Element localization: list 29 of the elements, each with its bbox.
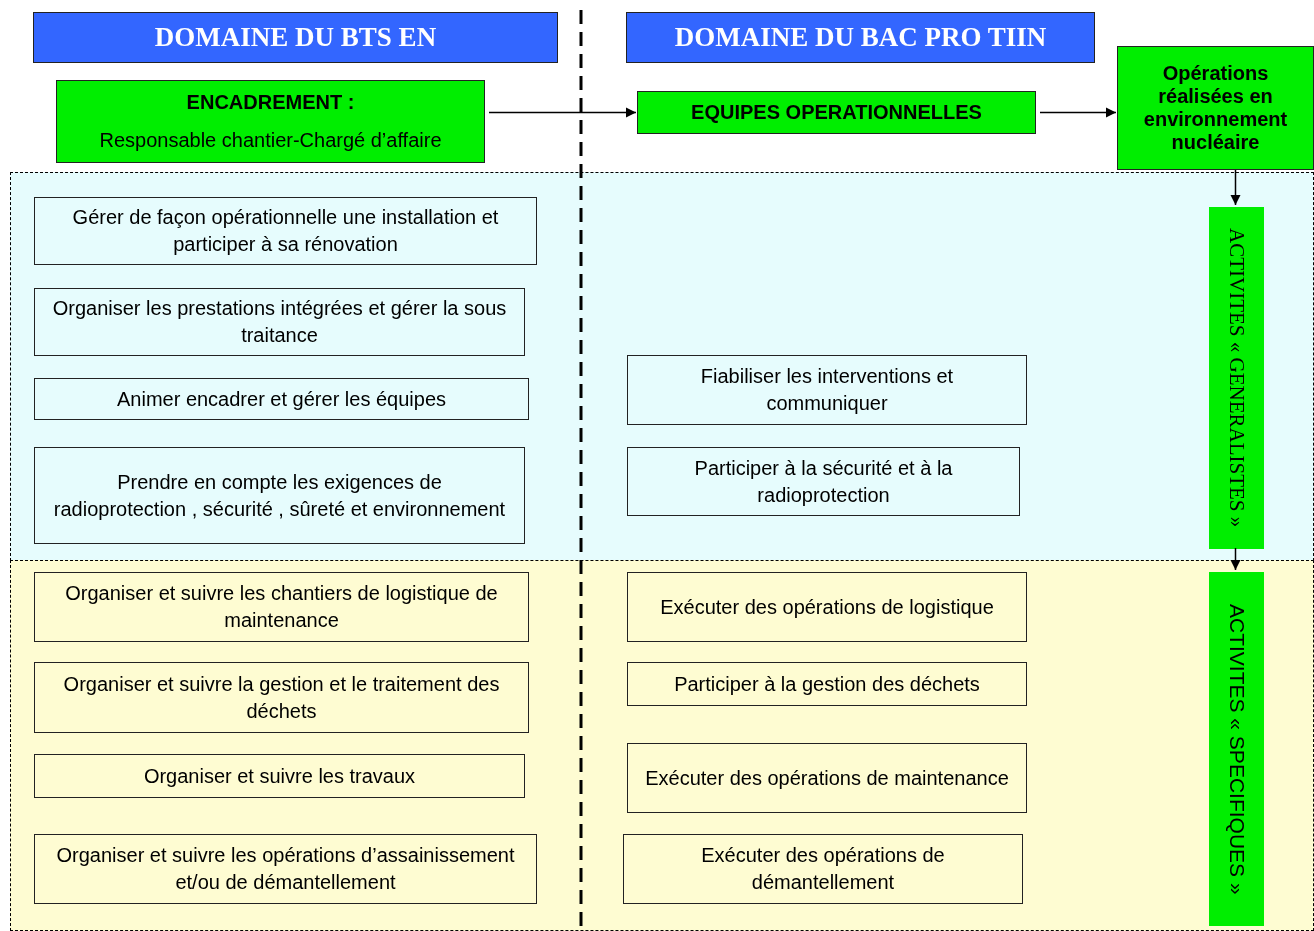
arrow: [1230, 169, 1241, 206]
shaded-band: [10, 172, 1314, 561]
shaded-band: [10, 560, 1314, 931]
domain-banner: DOMAINE DU BTS EN: [33, 12, 558, 63]
activity-box: Exécuter des opérations de démantellement: [623, 834, 1023, 904]
arrow: [1230, 547, 1241, 571]
activity-box: Organiser et suivre la gestion et le traitement des déchets: [34, 662, 529, 733]
activity-box: Organiser les prestations intégrées et gérer la sous traitance: [34, 288, 525, 356]
role-box: [56, 80, 485, 163]
activity-bar: ACTIVITES « SPECIFIQUES »: [1209, 572, 1264, 926]
activity-box: Exécuter des opérations de logistique: [627, 572, 1027, 642]
activity-box: Organiser et suivre les travaux: [34, 754, 525, 798]
activity-box: Organiser et suivre les opérations d’assainissement et/ou de démantellement: [34, 834, 537, 904]
role-box: EQUIPES OPERATIONNELLES: [637, 91, 1036, 134]
activity-box: Exécuter des opérations de maintenance: [627, 743, 1027, 813]
activity-box: Participer à la gestion des déchets: [627, 662, 1027, 706]
arrow: [488, 107, 637, 118]
activity-box: Participer à la sécurité et à la radioprotection: [627, 447, 1020, 516]
activity-bar: ACTIVITES « GENERALISTES »: [1209, 207, 1264, 549]
activity-box: Organiser et suivre les chantiers de logistique de maintenance: [34, 572, 529, 642]
role-box: Opérations réalisées en environnement nucléaire: [1117, 46, 1314, 170]
activity-box: Prendre en compte les exigences de radioprotection , sécurité , sûreté et environnement: [34, 447, 525, 544]
arrow: [1039, 107, 1117, 118]
box-heading: ENCADREMENT :: [186, 90, 355, 114]
box-text: Responsable chantier-Chargé d’affaire: [99, 129, 442, 153]
activity-box: Gérer de façon opérationnelle une installation et participer à sa rénovation: [34, 197, 537, 265]
domain-banner: DOMAINE DU BAC PRO TIIN: [626, 12, 1095, 63]
activity-box: Fiabiliser les interventions et communiquer: [627, 355, 1027, 425]
activity-box: Animer encadrer et gérer les équipes: [34, 378, 529, 420]
